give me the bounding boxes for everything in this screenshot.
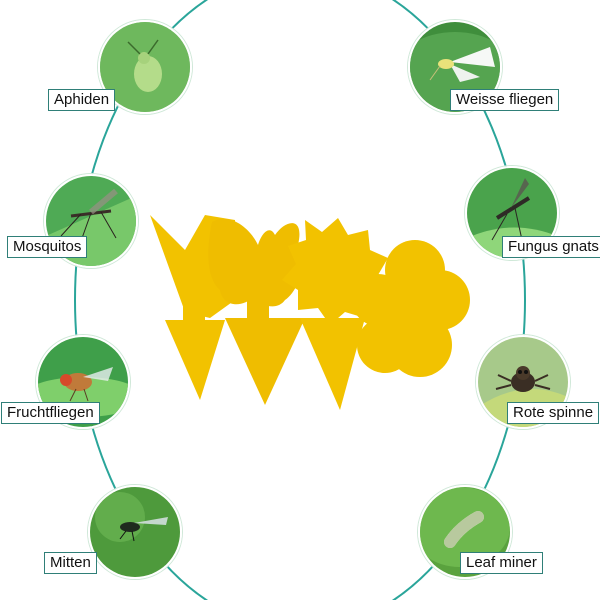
pest-label: Weisse fliegen <box>450 89 560 111</box>
mite-icon <box>88 485 182 579</box>
aphid-icon <box>98 20 192 114</box>
pest-label: Fungus gnats <box>502 236 600 258</box>
pest-label: Fruchtfliegen <box>1 402 100 424</box>
pest-label: Mosquitos <box>7 236 88 258</box>
pest-label: Leaf miner <box>460 552 543 574</box>
pest-label: Rote spinne <box>507 402 600 424</box>
pest-label: Aphiden <box>48 89 116 111</box>
trap-flower <box>352 240 470 377</box>
pest-label: Mitten <box>44 552 97 574</box>
trap-butterfly <box>208 218 305 405</box>
